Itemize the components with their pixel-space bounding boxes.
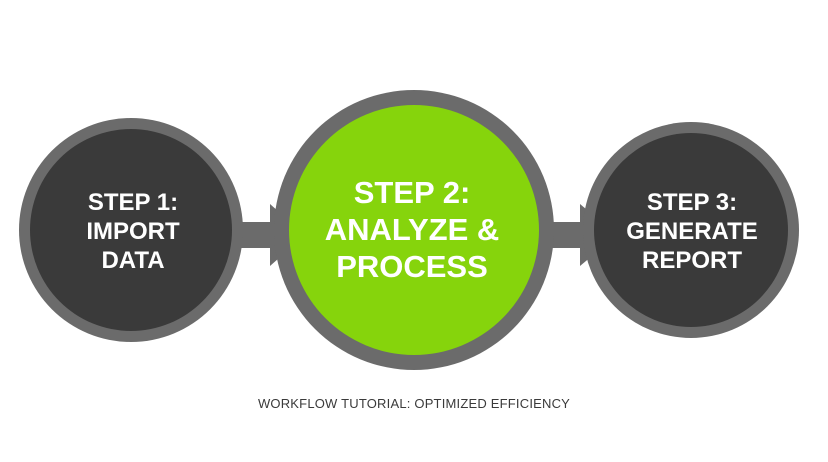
step-2-line-1: STEP 2: [354,175,471,210]
diagram-caption: WORKFLOW TUTORIAL: OPTIMIZED EFFICIENCY [257,396,571,411]
step-2-node: STEP 2: ANALYZE & PROCESS [274,90,554,370]
step-1-line-2: IMPORT [86,218,180,245]
step-1-line-1: STEP 1: [88,189,178,216]
step-1-circle [30,129,232,331]
step-3-node: STEP 3: GENERATE REPORT [583,122,799,338]
step-3-line-2: GENERATE [626,218,758,245]
step-3-circle [594,133,788,327]
step-2-line-2: ANALYZE & [325,212,500,247]
step-2-circle [289,105,539,355]
step-3-line-1: STEP 3: [647,189,737,216]
step-1-node: STEP 1: IMPORT DATA [19,118,243,342]
step-1-line-3: DATA [101,247,164,274]
step-3-line-3: REPORT [642,247,742,274]
step-2-line-3: PROCESS [336,249,488,284]
